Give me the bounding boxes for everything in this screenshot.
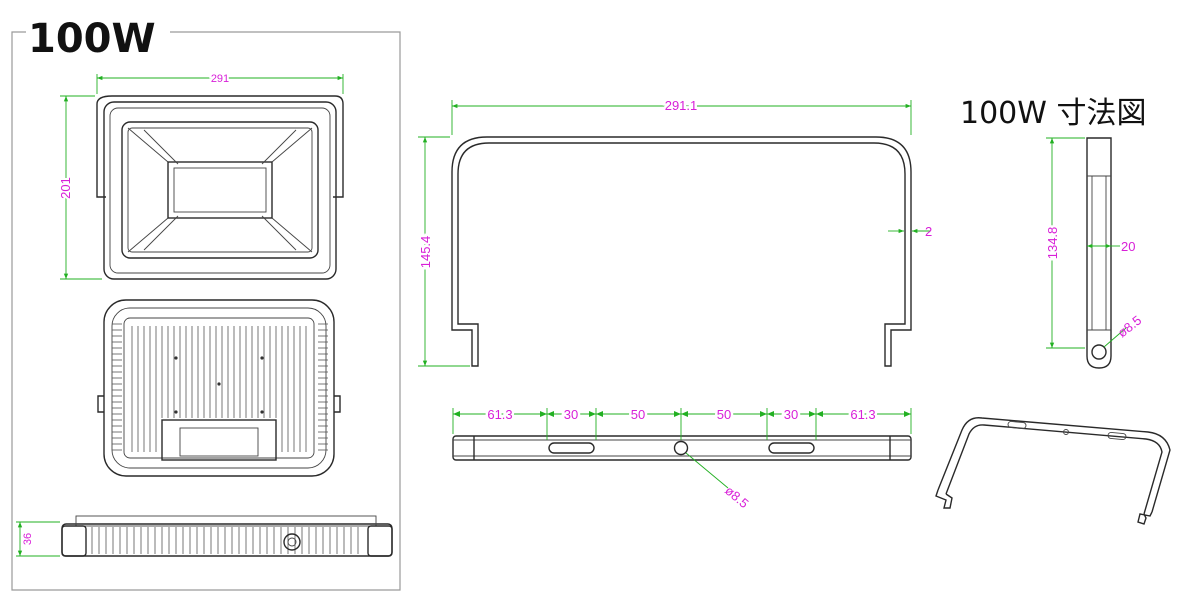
- top-seg-label: 61.3: [850, 407, 875, 422]
- bracket-side-view: [1086, 137, 1112, 369]
- bracket-iso-view: [935, 417, 1171, 525]
- bracket-side-height-label: 134.8: [1045, 227, 1060, 260]
- light-rear-view: [97, 299, 341, 477]
- bracket-side-width-dimension: 20: [1087, 239, 1135, 254]
- bracket-side-height-dimension: 134.8: [1043, 137, 1085, 349]
- bracket-front-width-label: 291.1: [665, 98, 698, 113]
- sheet-title: 100W 寸法図: [960, 96, 1146, 131]
- light-front-view: [96, 95, 344, 280]
- model-label: 100W: [28, 16, 156, 62]
- light-front-height-label: 201: [58, 177, 73, 199]
- top-seg-label: 61.3: [487, 407, 512, 422]
- bracket-side-width-label: 20: [1121, 239, 1135, 254]
- top-seg-label: 50: [631, 407, 645, 422]
- top-seg-label: 30: [784, 407, 798, 422]
- bracket-top-hole-dimension: ø8.5: [685, 452, 752, 511]
- top-seg-label: 30: [564, 407, 578, 422]
- left-sheet-frame: [11, 31, 401, 591]
- bracket-front-height-dimension: 145.4: [416, 136, 470, 367]
- light-side-view: [61, 515, 393, 557]
- bracket-side-hole-label: ø8.5: [1115, 313, 1145, 341]
- light-front-width-label: 291: [211, 73, 229, 85]
- bracket-front-width-dimension: 291.1: [451, 96, 912, 135]
- bracket-front-view: [451, 136, 912, 367]
- top-seg-label: 50: [717, 407, 731, 422]
- bracket-thickness-dimension: 2: [888, 224, 932, 239]
- bracket-top-chain-dimension: 61.3 30 50 50 30 61.3: [452, 405, 912, 440]
- bracket-top-view: [452, 435, 912, 461]
- light-side-depth-label: 36: [22, 533, 34, 545]
- light-front-width-dimension: 291: [96, 71, 344, 94]
- light-front-height-dimension: 201: [56, 95, 102, 280]
- bracket-front-height-label: 145.4: [418, 236, 433, 269]
- bracket-thickness-label: 2: [925, 224, 932, 239]
- light-side-depth-dimension: 36: [16, 521, 60, 557]
